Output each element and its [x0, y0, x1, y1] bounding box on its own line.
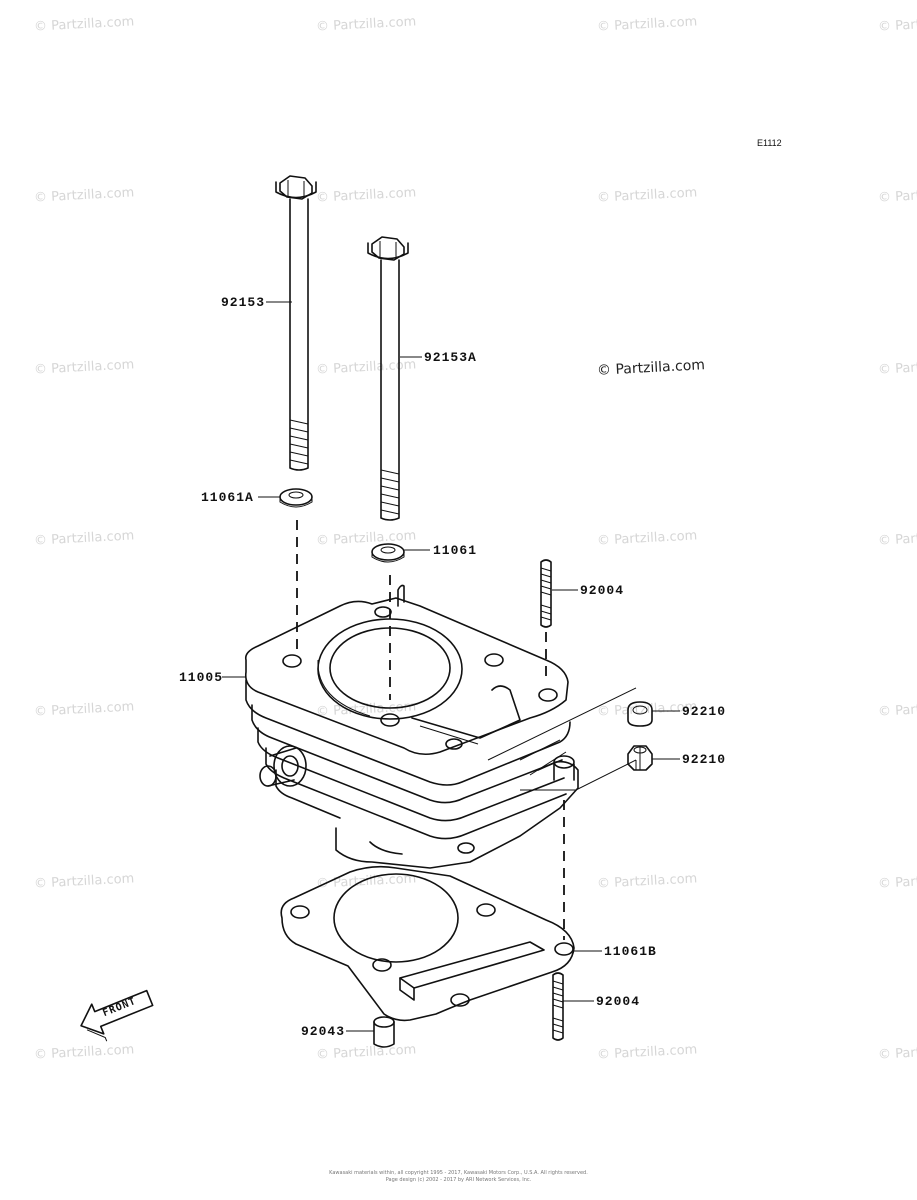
footer-page-design: Page design (c) 2002 - 2017 by ARI Netwo… — [385, 1177, 532, 1183]
part-label-92210-lower[interactable]: 92210 — [682, 752, 727, 767]
footer-copyright: Kawasaki materials within, all copyright… — [329, 1170, 588, 1176]
gasket-drawing — [280, 865, 575, 1022]
stud-upper-drawing — [540, 559, 552, 628]
bolt-long-drawing — [275, 175, 317, 471]
washer-drawing — [371, 543, 405, 563]
nut-lower-drawing — [627, 745, 653, 771]
dowel-pin-drawing — [373, 1016, 395, 1048]
part-label-11061[interactable]: 11061 — [433, 543, 478, 558]
part-label-92210-upper[interactable]: 92210 — [682, 704, 727, 719]
stud-lower-drawing — [552, 972, 564, 1041]
part-label-11005[interactable]: 11005 — [179, 670, 224, 685]
leader-lines — [222, 301, 680, 1032]
diagram-code: E1112 — [757, 138, 782, 148]
part-label-92153a[interactable]: 92153A — [424, 350, 477, 365]
part-label-11061b[interactable]: 11061B — [604, 944, 657, 959]
nut-upper-drawing — [627, 701, 653, 727]
cylinder-drawing — [244, 584, 579, 869]
bolt-short-drawing — [367, 236, 409, 521]
part-label-92004-upper[interactable]: 92004 — [580, 583, 625, 598]
part-label-92153[interactable]: 92153 — [221, 295, 266, 310]
washer-a-drawing — [279, 488, 313, 508]
part-label-92004-lower[interactable]: 92004 — [596, 994, 641, 1009]
front-arrow-icon — [80, 989, 154, 1042]
nut-bracket-line — [487, 687, 637, 791]
part-label-92043[interactable]: 92043 — [301, 1024, 346, 1039]
part-label-11061a[interactable]: 11061A — [201, 490, 254, 505]
